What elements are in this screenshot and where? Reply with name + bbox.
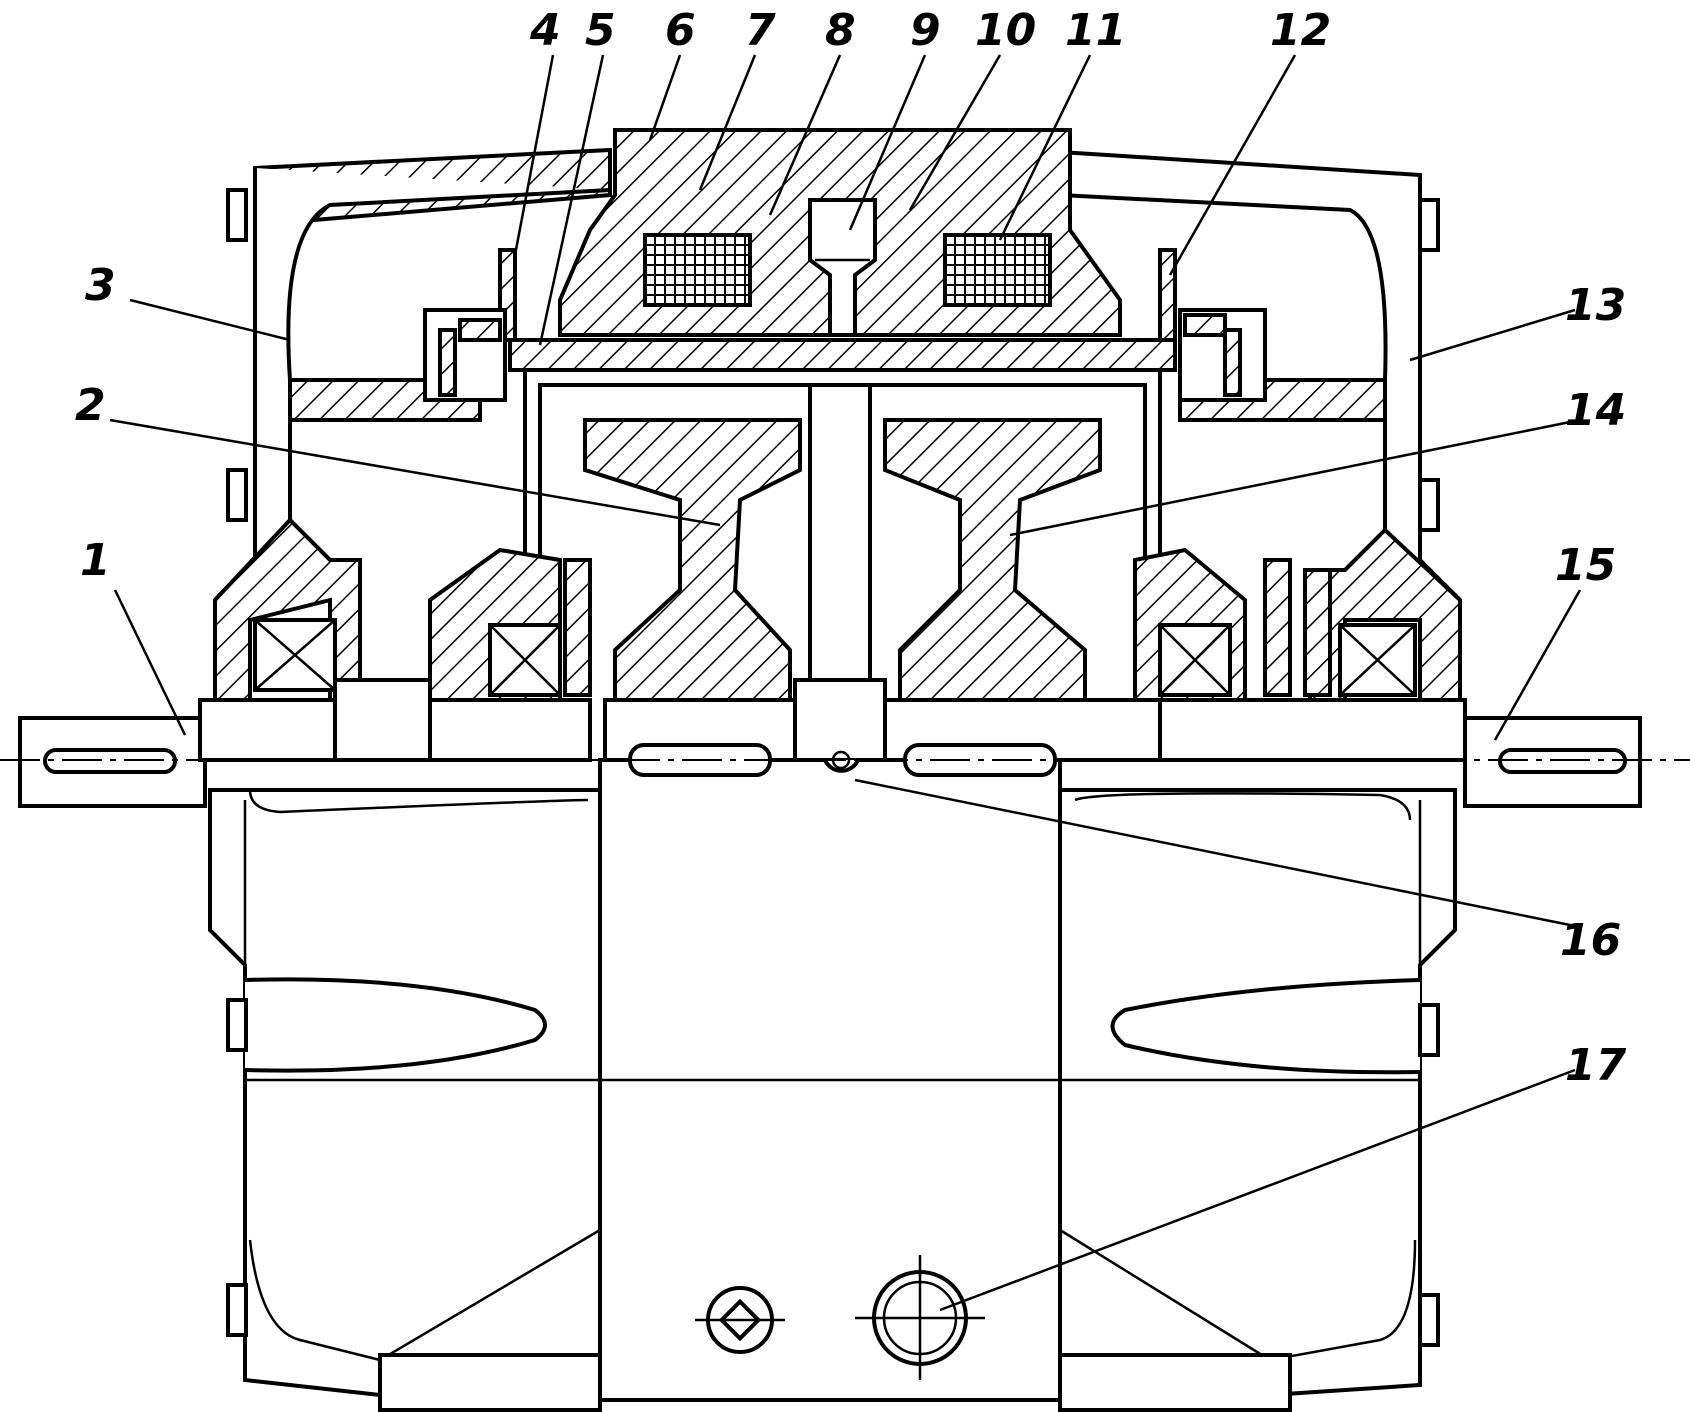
- callout-17: 17: [1565, 1040, 1627, 1091]
- callout-9: 9: [910, 5, 941, 56]
- filler-plug-icon: [855, 1255, 985, 1380]
- drain-plug-icon: [695, 1286, 785, 1354]
- callout-8: 8: [825, 5, 856, 56]
- leader-8: [768, 54, 842, 216]
- leader-6: [648, 54, 682, 141]
- leader-4: [513, 54, 555, 256]
- callout-13: 13: [1565, 280, 1626, 331]
- callout-3: 3: [85, 260, 116, 311]
- leader-17: [939, 1068, 1576, 1312]
- brake-ring-left: [423, 248, 517, 402]
- leader-12: [1168, 54, 1297, 276]
- callout-6: 6: [665, 5, 696, 56]
- callout-15: 15: [1555, 540, 1616, 591]
- callout-16: 16: [1560, 915, 1621, 966]
- callout-1: 1: [80, 535, 111, 586]
- callout-12: 12: [1270, 5, 1331, 56]
- rotor-web: [583, 383, 1102, 762]
- leader-16: [854, 778, 1571, 927]
- callout-5: 5: [585, 5, 616, 56]
- bearing-right-outer: [1303, 568, 1417, 697]
- callout-14: 14: [1565, 385, 1626, 436]
- brake-ring-right: [1158, 248, 1267, 402]
- leader-5: [538, 54, 605, 346]
- callout-4: 4: [529, 5, 561, 56]
- leader-13: [1409, 308, 1576, 362]
- leader-14: [1009, 418, 1581, 537]
- callout-11: 11: [1065, 5, 1126, 56]
- leader-11: [998, 54, 1092, 241]
- leader-15: [1493, 589, 1582, 741]
- callout-labels: 1 2 3 4 5 6 7 8 9 10 11 12 13 14 15 16 1…: [75, 5, 1627, 1091]
- callout-7: 7: [745, 5, 776, 56]
- leader-10: [908, 54, 1002, 211]
- leader-2: [109, 418, 721, 527]
- leader-9: [848, 54, 927, 231]
- bearing-right-inner: [1133, 547, 1292, 702]
- callout-10: 10: [975, 5, 1036, 56]
- bearing-left-outer: [253, 618, 337, 692]
- leader-1: [113, 589, 187, 736]
- armature-plate: [508, 338, 1177, 702]
- upper-housing: [213, 147, 1462, 702]
- shaft: [0, 678, 1690, 808]
- electromagnet: [558, 128, 1122, 337]
- callout-2: 2: [75, 380, 106, 431]
- bearing-left-inner: [428, 547, 592, 702]
- leader-3: [129, 298, 291, 342]
- leader-7: [698, 54, 757, 191]
- leader-lines: [109, 54, 1582, 1312]
